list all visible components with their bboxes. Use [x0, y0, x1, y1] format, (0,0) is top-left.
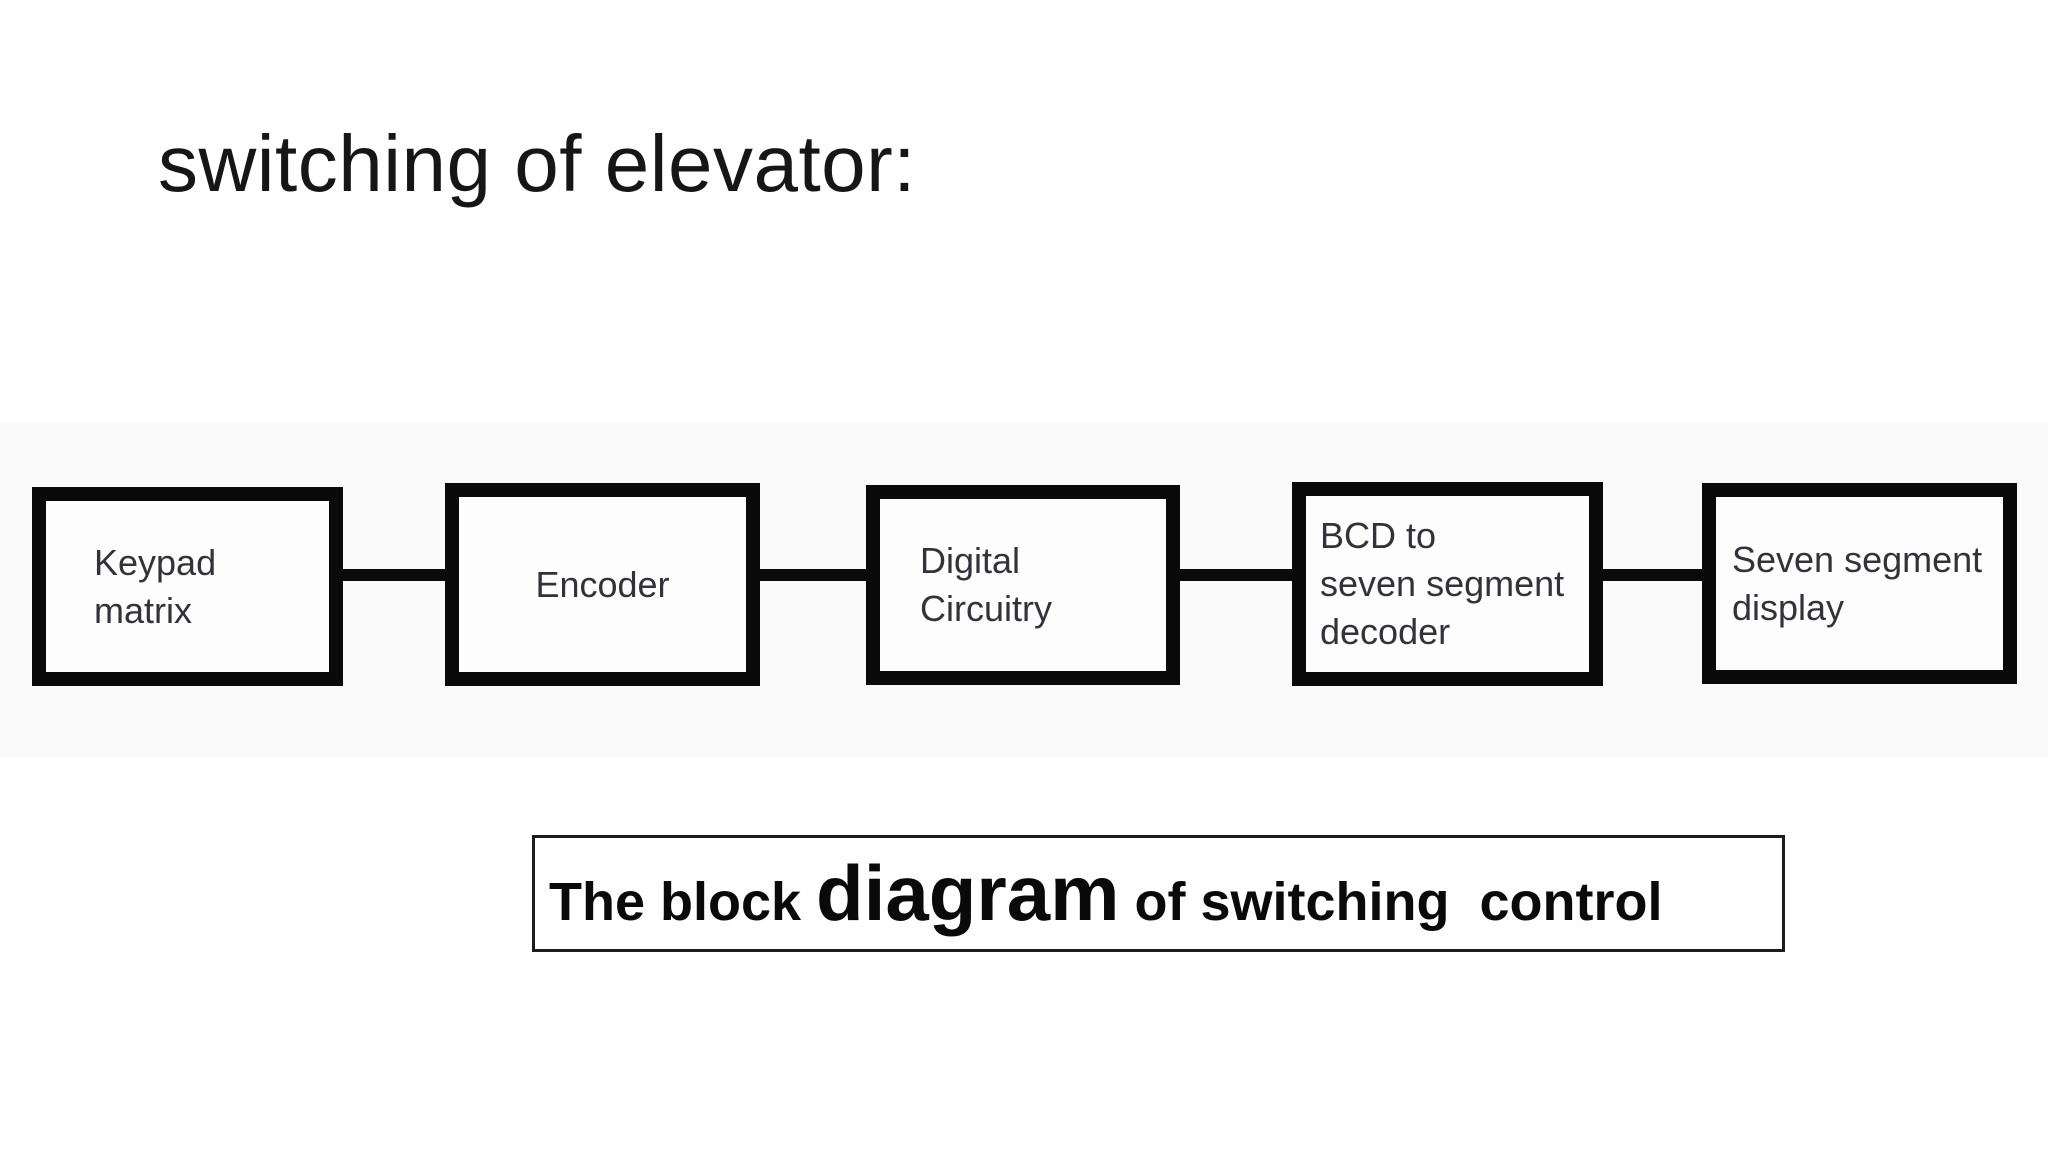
block-label-line: decoder	[1320, 611, 1451, 652]
page-title: switching of elevator:	[158, 119, 917, 208]
connector-line	[757, 569, 868, 581]
caption-text-suffix: of switching control	[1119, 872, 1663, 932]
block-label-line: Digital	[920, 540, 1021, 581]
block-label-line: BCD to	[1320, 515, 1437, 556]
block-label-line: Circuitry	[920, 588, 1052, 629]
block-encoder: Encoder	[445, 483, 760, 686]
connector-line	[340, 569, 448, 581]
block-label-line: display	[1732, 586, 1845, 628]
caption-text-emphasis: diagram	[816, 849, 1120, 937]
block-label-line: matrix	[94, 589, 192, 631]
block-seven-segment-display: Seven segment display	[1702, 483, 2017, 684]
block-label-line: seven segment	[1320, 563, 1565, 604]
block-label-line: Encoder	[535, 563, 670, 605]
connector-line	[1177, 569, 1295, 581]
block-label-line: Seven segment	[1732, 538, 1983, 580]
block-label-line: Keypad	[94, 541, 217, 583]
connector-line	[1600, 569, 1705, 581]
block-keypad-matrix: Keypad matrix	[32, 487, 343, 686]
block-bcd-to-seven-segment-decoder: BCD to seven segment decoder	[1292, 482, 1603, 686]
block-digital-circuitry: Digital Circuitry	[866, 485, 1180, 685]
caption-text-prefix: The block	[549, 872, 817, 932]
diagram-caption: The block diagram of switching control	[532, 835, 1785, 952]
